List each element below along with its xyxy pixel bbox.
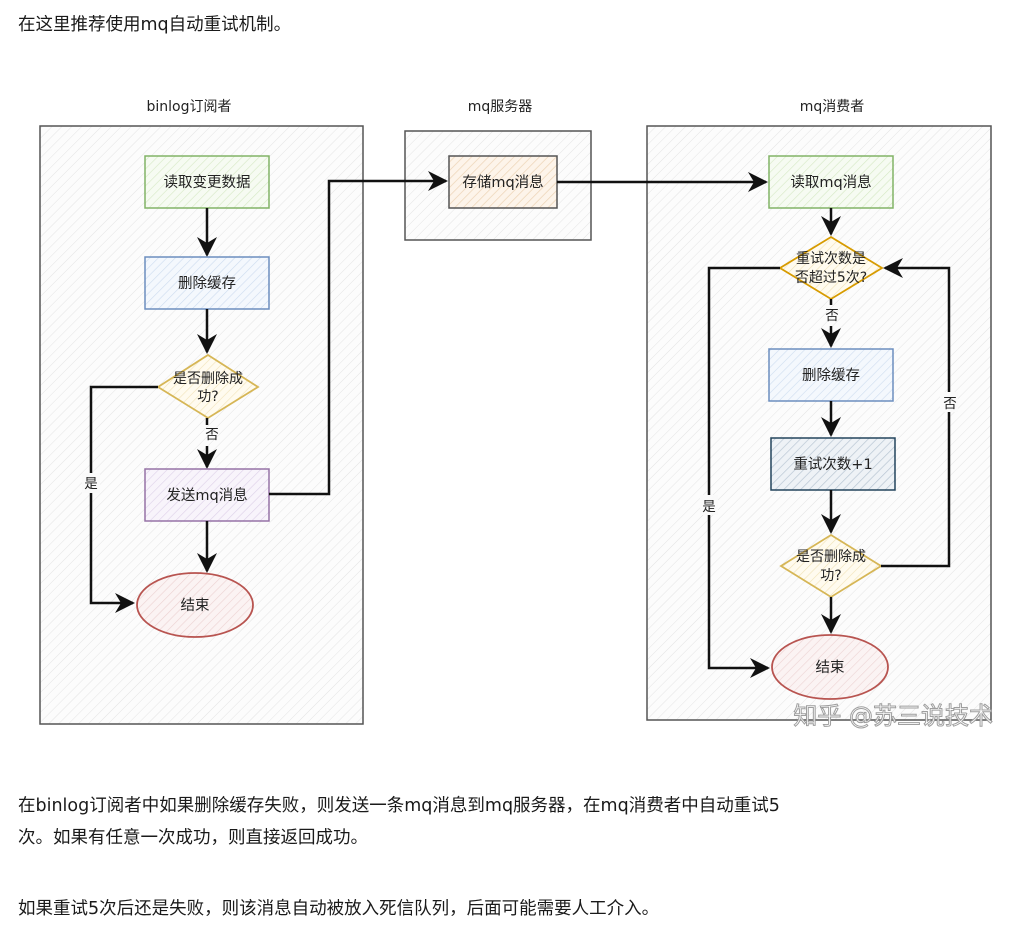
body-paragraph-1-line-1: 在binlog订阅者中如果删除缓存失败，则发送一条mq消息到mq服务器，在mq消…: [18, 796, 780, 816]
node-end-consumer-label: 结束: [816, 659, 845, 676]
lane-consumer: [646, 125, 992, 721]
edge-label-bg: [700, 495, 718, 515]
watermark: 知乎 @苏三说技术: [793, 702, 993, 730]
node-end-consumer: 结束: [771, 634, 889, 700]
node-read-mq: 读取mq消息: [768, 155, 894, 209]
lane-title-consumer: mq消费者: [800, 99, 865, 115]
node-consumer-delete-success-check: 是否删除成 功?: [779, 533, 883, 599]
node-end-subscriber: 结束: [136, 572, 254, 638]
edge-retry-yes-to-end: [707, 266, 780, 678]
node-store-mq-label: 存储mq消息: [462, 174, 543, 191]
node-end-subscriber-label: 结束: [181, 597, 210, 614]
edge-label-yes-consumer: 是: [702, 499, 716, 515]
node-delete-success-label-1: 是否删除成: [173, 371, 243, 387]
edge-label-no-retry: 否: [825, 308, 839, 324]
node-send-mq-label: 发送mq消息: [166, 487, 247, 504]
node-retry-check-label-1: 重试次数是: [796, 251, 866, 267]
node-consumer-delete-success-label-2: 功?: [820, 568, 841, 584]
lane-title-subscriber: binlog订阅者: [147, 99, 232, 115]
edge-label-bg: [940, 392, 958, 412]
retry-flowchart: binlog订阅者 mq服务器 mq消费者 读取变更数据 删除缓存 是否删除成 …: [39, 99, 994, 731]
node-delete-cache-label: 删除缓存: [178, 275, 236, 292]
node-delete-success-check: 是否删除成 功?: [156, 353, 260, 420]
edge-send-to-server: [269, 171, 448, 496]
node-read-changes-label: 读取变更数据: [164, 174, 251, 191]
node-retry-check: 重试次数是 否超过5次?: [778, 235, 884, 301]
node-retry-check-label-2: 否超过5次?: [795, 270, 867, 286]
edge-label-no-loop: 否: [943, 396, 957, 412]
edge-label-yes-subscriber: 是: [84, 476, 98, 492]
intro-paragraph: 在这里推荐使用mq自动重试机制。: [18, 15, 292, 35]
node-send-mq: 发送mq消息: [144, 468, 270, 522]
node-retry-increment: 重试次数+1: [770, 437, 896, 491]
node-consumer-delete-success-label-1: 是否删除成: [796, 549, 866, 565]
node-store-mq: 存储mq消息: [448, 155, 558, 209]
node-consumer-delete-cache-label: 删除缓存: [802, 367, 860, 384]
node-delete-success-label-2: 功?: [197, 389, 218, 405]
lane-title-server: mq服务器: [468, 99, 533, 115]
edge-label-no-subscriber: 否: [205, 427, 219, 443]
node-read-mq-label: 读取mq消息: [790, 174, 871, 191]
node-retry-increment-label: 重试次数+1: [793, 456, 872, 473]
edge-label-bg: [82, 473, 100, 493]
edge-check-no-loop: [881, 258, 951, 568]
body-paragraph-2: 如果重试5次后还是失败，则该消息自动被放入死信队列，后面可能需要人工介入。: [18, 899, 660, 919]
node-read-changes: 读取变更数据: [144, 155, 270, 209]
edge-check-yes-to-end: [89, 385, 158, 613]
body-paragraph-1-line-2: 次。如果有任意一次成功，则直接返回成功。: [18, 828, 368, 848]
body-paragraph-1: 在binlog订阅者中如果删除缓存失败，则发送一条mq消息到mq服务器，在mq消…: [18, 790, 1008, 854]
node-consumer-delete-cache: 删除缓存: [768, 348, 894, 402]
node-delete-cache: 删除缓存: [144, 256, 270, 310]
